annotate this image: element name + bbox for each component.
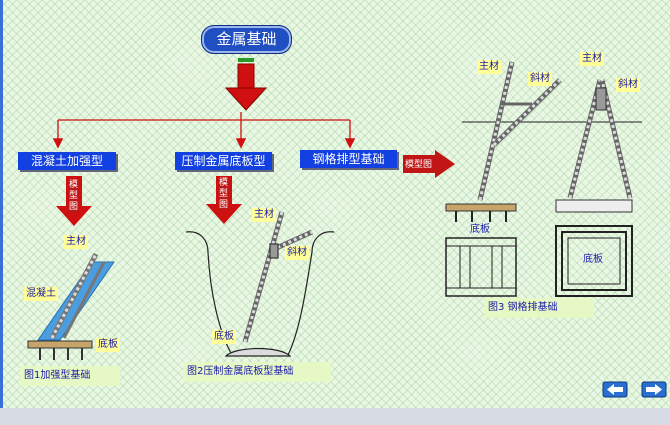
- arrow-left-icon: [602, 381, 628, 398]
- fig1-concrete-label: 混凝土: [24, 287, 58, 301]
- fig3-left-drawing: [445, 61, 562, 297]
- left-border: [0, 0, 3, 425]
- model-label-2: 模型图: [217, 178, 230, 211]
- fig3-diag-label-a: 斜材: [528, 72, 552, 86]
- model-label-3: 模型图: [405, 160, 433, 170]
- model-label-1: 模型图: [67, 180, 80, 213]
- fig3-base-label-b: 底板: [583, 254, 603, 265]
- fig3-diag-label-b: 斜材: [616, 78, 640, 92]
- next-button[interactable]: [641, 381, 667, 398]
- fig1-base-label: 底板: [96, 338, 120, 352]
- prev-button[interactable]: [602, 381, 628, 398]
- fig1-caption: 图1加强型基础: [20, 366, 120, 386]
- fig3-caption: 图3 钢格排基础: [484, 298, 594, 318]
- fig1-main-label: 主材: [64, 235, 88, 249]
- fig3-right-drawing: [555, 79, 642, 297]
- bottom-bar: [0, 408, 670, 425]
- branch-lines: [52, 112, 356, 149]
- fig2-main-label: 主材: [252, 208, 276, 222]
- fig1-drawing: [27, 252, 115, 360]
- type-box-pressed-metal: 压制金属底板型: [175, 152, 272, 170]
- fig2-caption: 图2压制金属底板型基础: [183, 362, 331, 382]
- type-box-concrete: 混凝土加强型: [18, 152, 116, 170]
- fig3-main-label-b: 主材: [580, 52, 604, 66]
- arrow-right-icon: [641, 381, 667, 398]
- fig3-base-label-a: 底板: [470, 224, 490, 235]
- model-arrow-3: [403, 150, 455, 178]
- fig2-drawing: [185, 211, 335, 357]
- fig3-main-label-a: 主材: [477, 60, 501, 74]
- main-down-arrow: [224, 58, 268, 111]
- type-box-steel-grid: 钢格排型基础: [300, 150, 397, 168]
- fig2-base-label: 底板: [212, 330, 236, 344]
- title-pill: 金属基础: [201, 25, 292, 54]
- fig2-diag-label: 斜材: [285, 246, 309, 260]
